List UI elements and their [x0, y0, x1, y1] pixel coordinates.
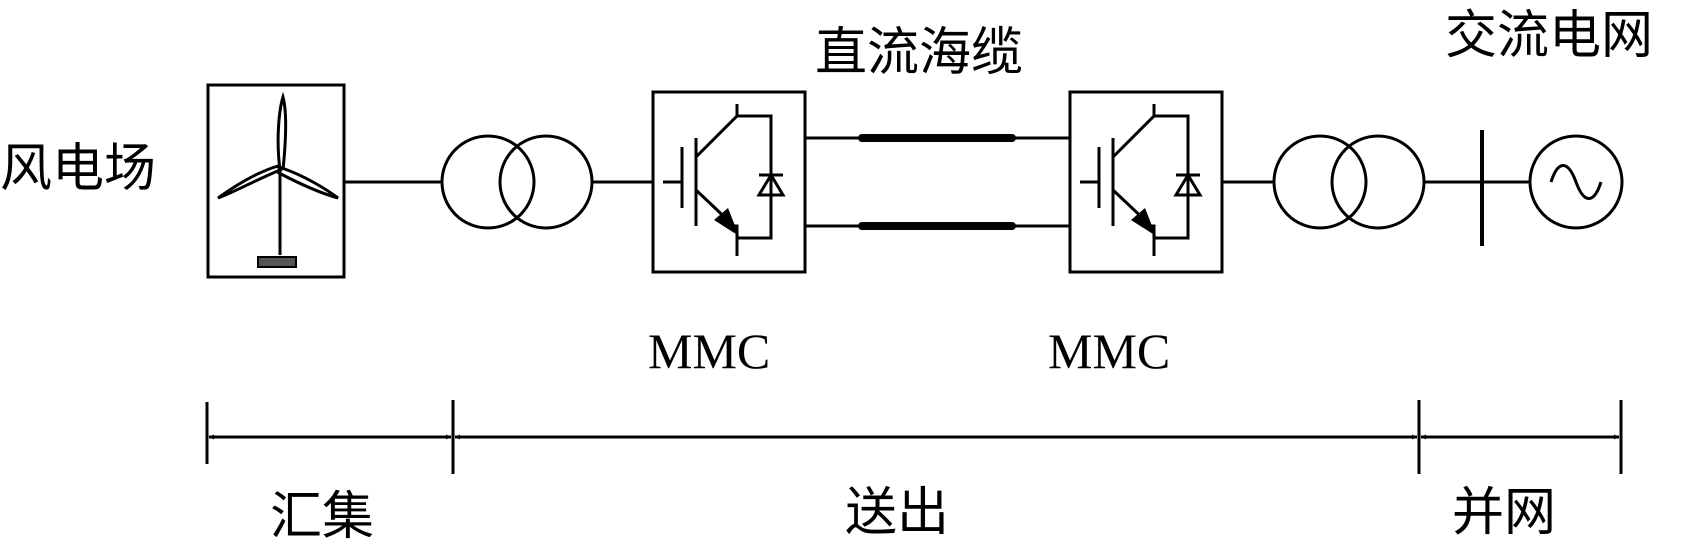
ac-grid-label: 交流电网: [1445, 6, 1653, 66]
collection-label: 汇集: [270, 487, 374, 547]
transformer-icon: [440, 134, 594, 230]
igbt-converter-icon: [651, 90, 807, 274]
ac-source-icon: [1528, 134, 1624, 230]
mmc-right-label: MMC: [1048, 323, 1170, 379]
wind-turbine-icon: [206, 83, 346, 279]
mmc-left-label: MMC: [648, 323, 770, 379]
dimension-arrow-icon: [205, 400, 1623, 474]
dc-cable-icon: [805, 134, 1070, 230]
transmission-label: 送出: [845, 483, 949, 543]
transformer-icon: [1272, 134, 1426, 230]
wind-farm-label: 风电场: [0, 139, 156, 199]
grid-connection-label: 并网: [1452, 483, 1556, 543]
dc-cable-label: 直流海缆: [815, 23, 1023, 83]
igbt-converter-icon: [1068, 90, 1224, 274]
